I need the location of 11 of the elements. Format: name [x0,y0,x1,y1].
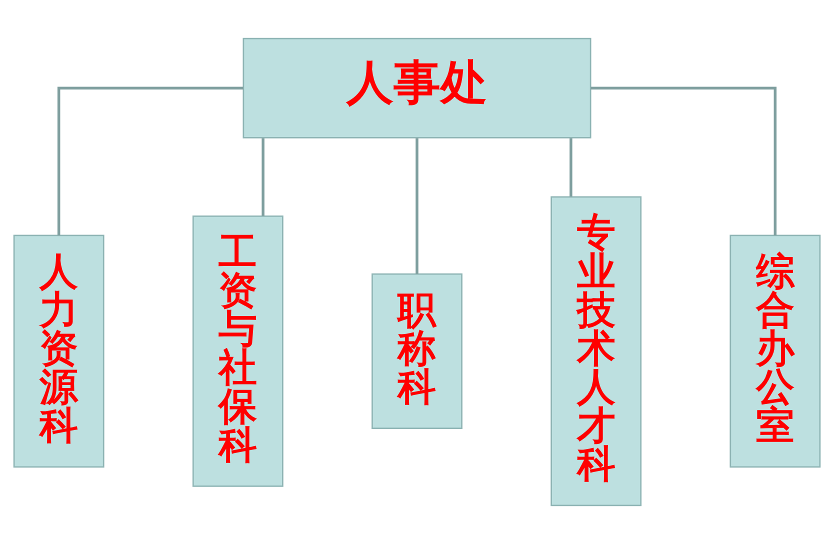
node-box: 工资与社保科 [192,215,284,486]
node-box: 职称科 [372,272,462,429]
connector [57,86,244,235]
node-box: 人事处 [242,37,592,138]
connector [416,138,418,274]
connector [262,138,264,216]
connector [590,86,777,235]
node-box: 专业技术人才科 [550,196,642,506]
connector [570,138,572,196]
node-box: 综合办公室 [730,234,821,468]
node-box: 人力资源科 [13,234,104,468]
